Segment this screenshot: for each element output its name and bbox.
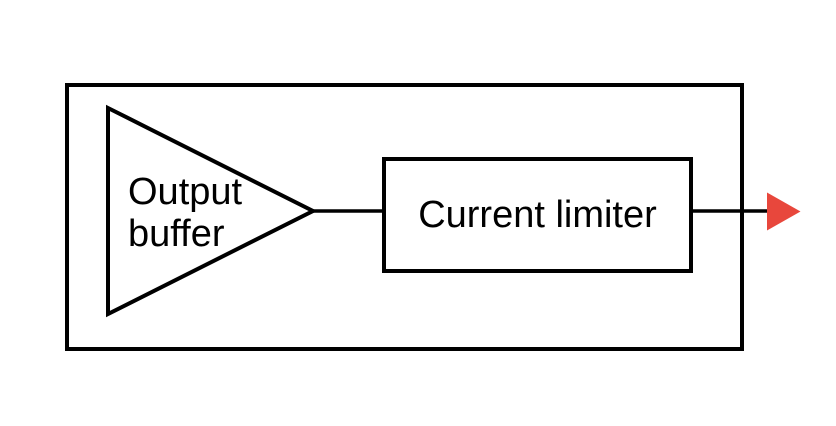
outer-enclosure-box xyxy=(65,83,744,351)
output-buffer-label: Output buffer xyxy=(128,171,243,255)
current-limiter-label: Current limiter xyxy=(418,194,657,236)
output-arrowhead-icon xyxy=(767,192,801,231)
output-buffer-triangle xyxy=(106,104,318,318)
current-limiter-box xyxy=(382,157,693,273)
